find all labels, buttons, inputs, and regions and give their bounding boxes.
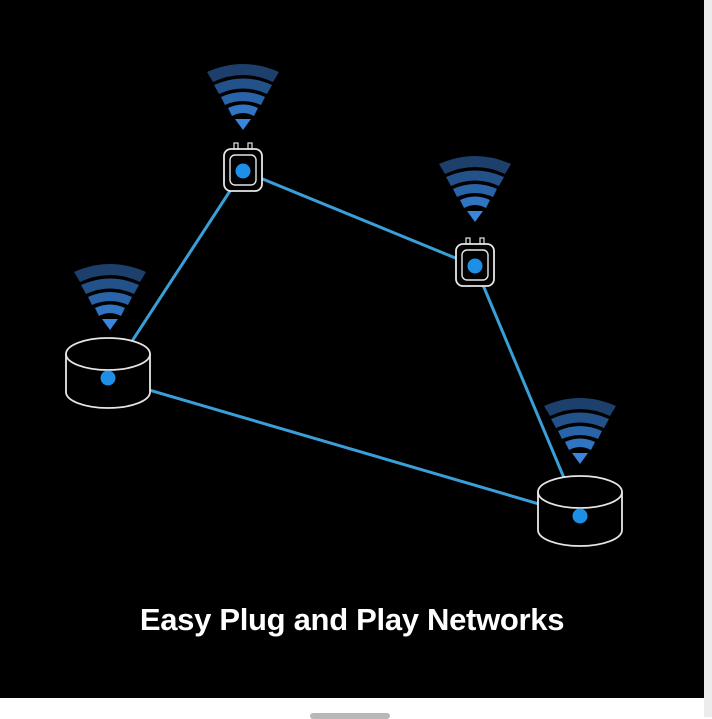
network-links [106, 169, 582, 518]
caption-title: Easy Plug and Play Networks [139, 602, 565, 637]
node-dot-hub-bottom-right [572, 508, 588, 524]
diagram-panel: Easy Plug and Play Networks [0, 0, 704, 698]
link-bottom-hub-to-left-hub [107, 376, 581, 518]
link-right-to-bottom-hub [473, 265, 582, 517]
network-diagram [65, 64, 623, 547]
bottom-drag-handle[interactable] [310, 713, 390, 719]
wifi-signal-icon [439, 156, 511, 222]
wifi-signal-icon [207, 64, 279, 130]
wifi-signal-icon [544, 398, 616, 464]
wifi-signal-icon [74, 264, 146, 330]
right-edge-strip [704, 0, 712, 717]
link-top-to-right [242, 169, 476, 268]
node-dot-router-right [467, 258, 483, 274]
node-dot-router-top [235, 163, 251, 179]
node-dot-hub-left [100, 370, 116, 386]
